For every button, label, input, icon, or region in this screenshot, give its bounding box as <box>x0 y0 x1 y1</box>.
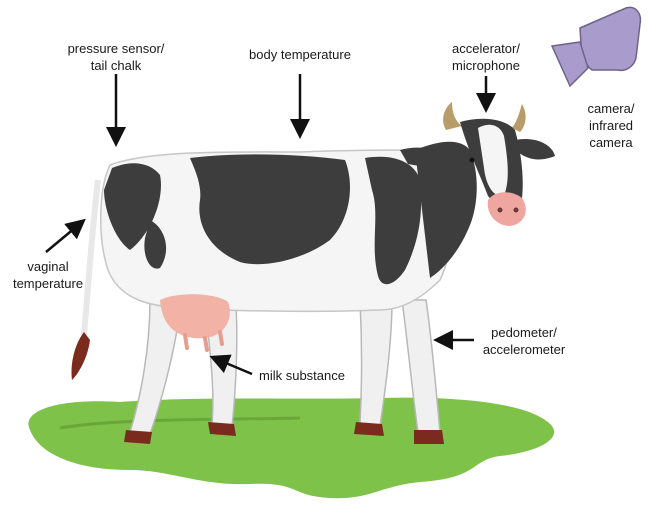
arrow-vaginal <box>46 222 82 252</box>
label-body-temperature: body temperature <box>230 46 370 63</box>
camera-icon <box>552 7 640 86</box>
label-accelerator: accelerator/microphone <box>436 40 536 74</box>
label-milk-substance: milk substance <box>252 367 352 384</box>
label-pedometer: pedometer/accelerometer <box>474 324 574 358</box>
label-pressure-sensor: pressure sensor/tail chalk <box>56 40 176 74</box>
grass-patch <box>28 398 554 499</box>
